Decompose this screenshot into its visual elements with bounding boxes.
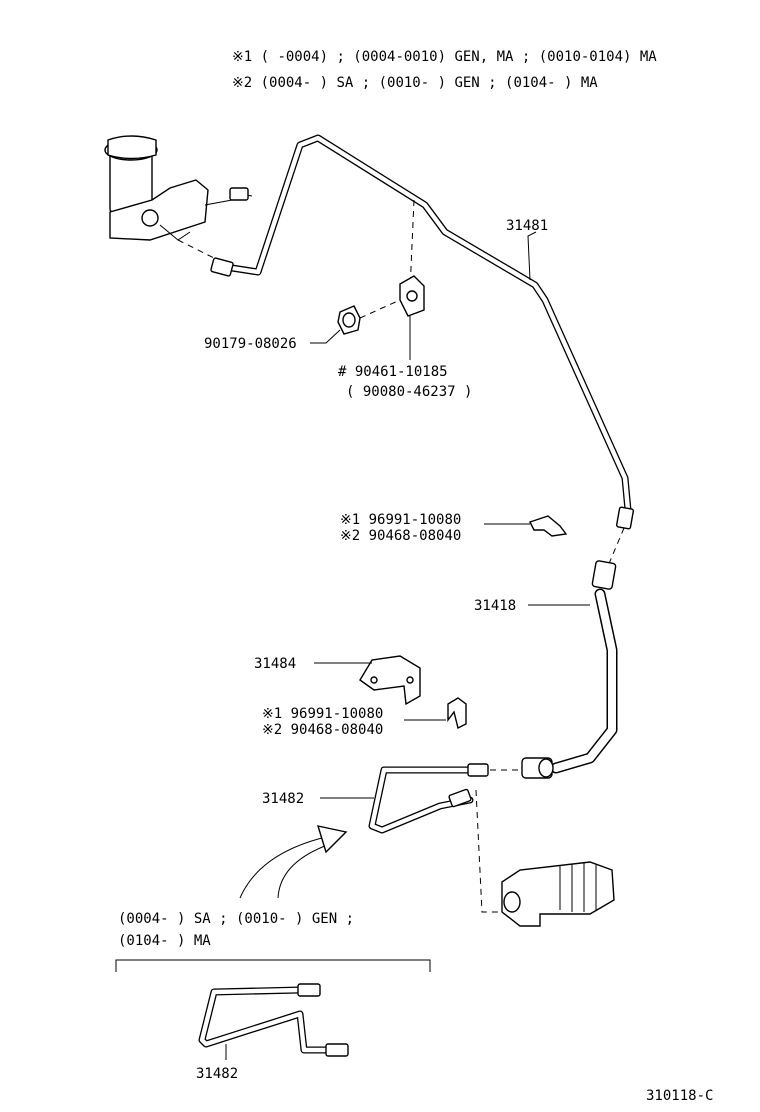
clutch-pipe-31482-variant xyxy=(198,983,349,1057)
clutch-pipe-31481 xyxy=(210,134,635,530)
label-31418: 31418 xyxy=(474,598,516,614)
hose-clip-upper xyxy=(529,515,568,537)
guide-line-release xyxy=(475,789,500,913)
variant-note-1: (0004- ) SA ; (0010- ) GEN ; xyxy=(118,911,354,927)
label-clip-lower-2: ※2 90468-08040 xyxy=(262,722,383,738)
pipe-clamp xyxy=(399,275,425,317)
label-90080-46237: ( 90080-46237 ) xyxy=(346,384,472,400)
guide-line-master xyxy=(177,239,223,263)
variant-bracket xyxy=(115,959,431,972)
label-90179-08026: 90179-08026 xyxy=(204,336,297,352)
label-clip-upper-1: ※1 96991-10080 xyxy=(340,512,461,528)
bracket-31484 xyxy=(359,655,421,706)
hose-clip-lower xyxy=(447,697,467,730)
figure-code: 310118-C xyxy=(646,1088,713,1104)
label-90461-10185: # 90461-10185 xyxy=(338,364,448,380)
applicability-note-2: ※2 (0004- ) SA ; (0010- ) GEN ; (0104- )… xyxy=(232,75,598,91)
variant-note-2: (0104- ) MA xyxy=(118,933,211,949)
label-clip-upper-2: ※2 90468-08040 xyxy=(340,528,461,544)
grommet-90179 xyxy=(337,305,361,335)
applicability-note-1: ※1 ( -0004) ; (0004-0010) GEN, MA ; (001… xyxy=(232,49,657,65)
variant-arrow xyxy=(239,825,348,899)
clutch-release-cylinder xyxy=(501,861,615,927)
leader-90179 xyxy=(310,329,341,344)
label-clip-lower-1: ※1 96991-10080 xyxy=(262,706,383,722)
guide-line-clamp xyxy=(409,199,415,291)
clutch-pipe-31482 xyxy=(368,763,489,834)
clutch-master-cylinder xyxy=(104,135,253,241)
label-31481: 31481 xyxy=(506,218,548,234)
clutch-hose-31418 xyxy=(521,560,618,779)
label-31484: 31484 xyxy=(254,656,296,672)
label-31482-variant: 31482 xyxy=(196,1066,238,1082)
leader-31481 xyxy=(527,231,537,281)
guide-line-hose-upper xyxy=(607,527,625,567)
label-31482: 31482 xyxy=(262,791,304,807)
guide-line-grommet xyxy=(359,299,401,319)
